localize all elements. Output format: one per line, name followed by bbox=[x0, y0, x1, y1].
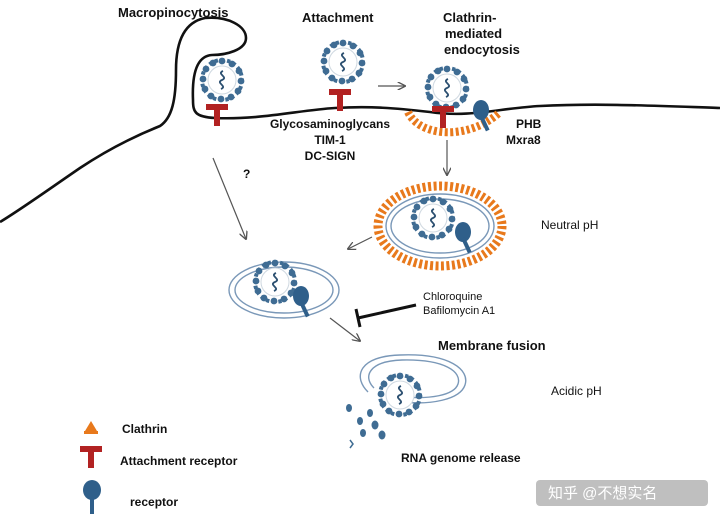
label-bafilomycin: Bafilomycin A1 bbox=[423, 305, 495, 317]
label-clathrin-1: Clathrin- bbox=[443, 10, 496, 25]
label-neutral-ph: Neutral pH bbox=[541, 218, 598, 232]
clathrin-coated-pit bbox=[404, 108, 503, 137]
late-endosome bbox=[359, 354, 467, 404]
label-clathrin-2: mediated bbox=[445, 26, 502, 41]
watermark-background bbox=[536, 480, 708, 506]
label-phb: PHB bbox=[516, 117, 542, 131]
label-macropinocytosis: Macropinocytosis bbox=[118, 5, 229, 20]
label-glycosaminoglycans: Glycosaminoglycans bbox=[270, 117, 390, 131]
clathrin-coated-vesicle bbox=[373, 181, 507, 271]
rna-fragments bbox=[346, 404, 386, 449]
receptor-icon bbox=[83, 480, 101, 514]
arrow-macropinocytosis bbox=[212, 157, 246, 239]
label-question: ? bbox=[243, 167, 250, 181]
inhibitor-line bbox=[357, 303, 417, 320]
label-attachment: Attachment bbox=[302, 10, 374, 25]
legend-label-attachment-receptor: Attachment receptor bbox=[120, 454, 238, 468]
legend: Clathrin Attachment receptor receptor bbox=[80, 421, 238, 514]
label-rna-release: RNA genome release bbox=[401, 451, 521, 465]
attachment-receptor-1 bbox=[206, 104, 228, 126]
attachment-receptor-3 bbox=[432, 106, 454, 128]
label-clathrin-3: endocytosis bbox=[444, 42, 520, 57]
arrow-to-fusion bbox=[329, 317, 360, 341]
legend-label-clathrin: Clathrin bbox=[122, 422, 167, 436]
label-mxra8: Mxra8 bbox=[506, 133, 541, 147]
clathrin-icon bbox=[84, 421, 98, 434]
virion-early-endosome bbox=[250, 257, 300, 307]
virion-attachment bbox=[318, 37, 368, 87]
label-chloroquine: Chloroquine bbox=[423, 291, 482, 303]
virion-clathrin bbox=[422, 63, 472, 113]
receptor-2 bbox=[455, 222, 472, 254]
label-membrane-fusion: Membrane fusion bbox=[438, 338, 546, 353]
watermark: 知乎 @不想实名 bbox=[548, 485, 657, 502]
label-dcsign: DC-SIGN bbox=[305, 149, 356, 163]
arrow-vesicle-to-endosome bbox=[348, 236, 373, 249]
label-acidic-ph: Acidic pH bbox=[551, 384, 602, 398]
virion-fusion bbox=[375, 370, 425, 420]
attachment-receptor-icon bbox=[80, 446, 102, 468]
label-tim1: TIM-1 bbox=[314, 133, 346, 147]
virion-macropinocytosis bbox=[197, 55, 247, 105]
legend-label-receptor: receptor bbox=[130, 495, 178, 509]
receptor-1 bbox=[473, 100, 490, 132]
